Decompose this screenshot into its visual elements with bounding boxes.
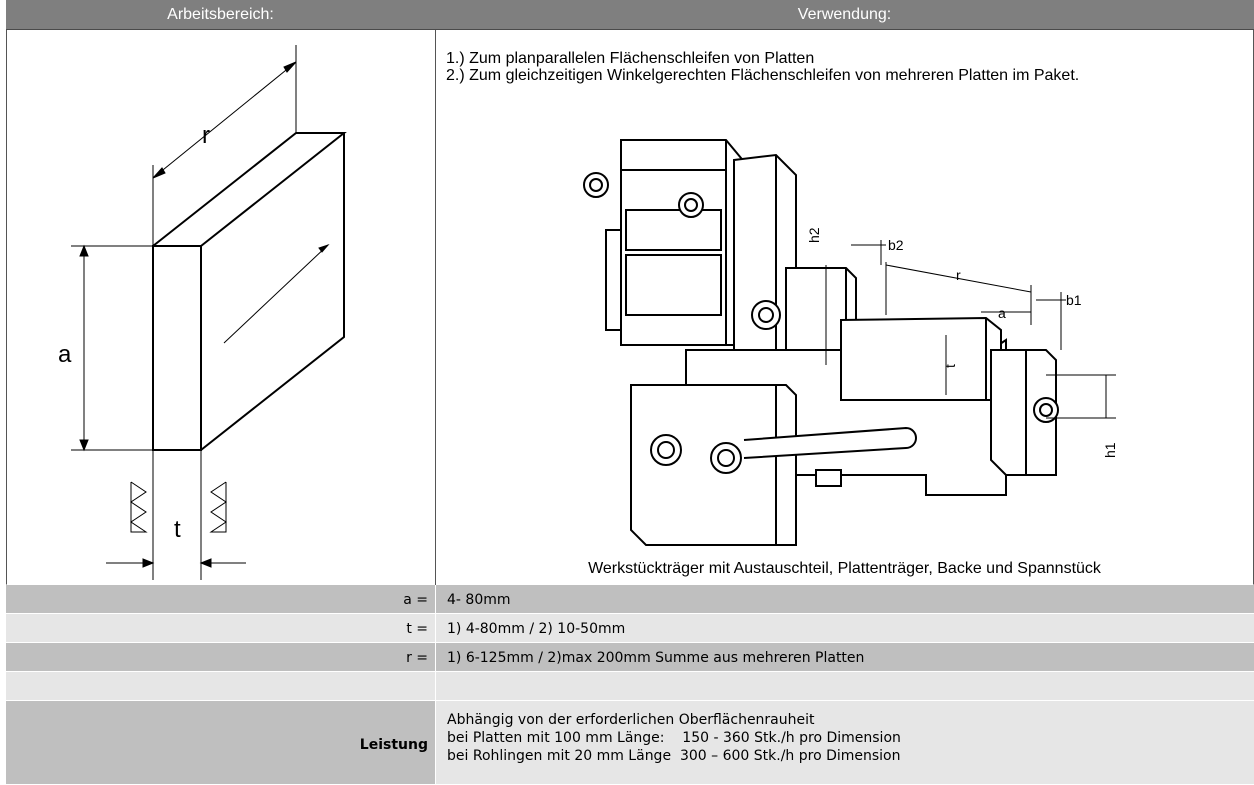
- spec-row-a: a = 4- 80mm: [6, 585, 1254, 614]
- performance-line-2: bei Platten mit 100 mm Länge: 150 - 360 …: [447, 730, 901, 746]
- label-t: t: [174, 516, 181, 543]
- performance-line-3: bei Rohlingen mit 20 mm Länge 300 – 600 …: [447, 748, 901, 764]
- usage-text: 1.) Zum planparallelen Flächenschleifen …: [446, 50, 1254, 84]
- usage-line-1: 1.) Zum planparallelen Flächenschleifen …: [446, 50, 815, 67]
- performance-line-1: Abhängig von der erforderlichen Oberfläc…: [447, 712, 815, 728]
- label-b1: b1: [1066, 292, 1082, 308]
- label-h1: h1: [1102, 442, 1118, 458]
- header-workspace: Arbeitsbereich:: [167, 6, 274, 23]
- label-b2: b2: [888, 237, 904, 253]
- spec-label: t =: [406, 621, 428, 637]
- label-a-fixture: a: [998, 305, 1006, 321]
- spec-value: 1) 4-80mm / 2) 10-50mm: [447, 621, 626, 637]
- spec-value: 4- 80mm: [447, 592, 511, 608]
- spec-row-r: r = 1) 6-125mm / 2)max 200mm Summe aus m…: [6, 643, 1254, 672]
- performance-value: Abhängig von der erforderlichen Oberfläc…: [447, 711, 901, 765]
- spec-row-t: t = 1) 4-80mm / 2) 10-50mm: [6, 614, 1254, 643]
- figure-caption: Werkstückträger mit Austauschteil, Platt…: [588, 560, 1101, 577]
- spec-row-empty: [6, 672, 1254, 701]
- table-header: Arbeitsbereich: Verwendung:: [6, 0, 1254, 30]
- performance-label: Leistung: [359, 737, 428, 753]
- spec-label: r =: [406, 650, 428, 666]
- label-h2: h2: [806, 227, 822, 243]
- datasheet: Arbeitsbereich: Verwendung:: [6, 0, 1254, 785]
- label-a: a: [58, 341, 72, 368]
- column-divider: [435, 30, 436, 585]
- header-usage: Verwendung:: [797, 6, 892, 23]
- label-r-fixture: r: [956, 267, 961, 283]
- spec-row-performance: Leistung Abhängig von der erforderlichen…: [6, 701, 1254, 785]
- usage-line-2: 2.) Zum gleichzeitigen Winkelgerechten F…: [446, 67, 1080, 84]
- label-t-fixture: t: [942, 364, 958, 368]
- label-r: r: [202, 122, 210, 149]
- spec-value: 1) 6-125mm / 2)max 200mm Summe aus mehre…: [447, 650, 865, 666]
- workpiece-drawing: r a t: [58, 45, 347, 580]
- fixture-drawing: h2 b2 r a b1 t h1: [583, 139, 1118, 546]
- spec-label: a =: [403, 592, 428, 608]
